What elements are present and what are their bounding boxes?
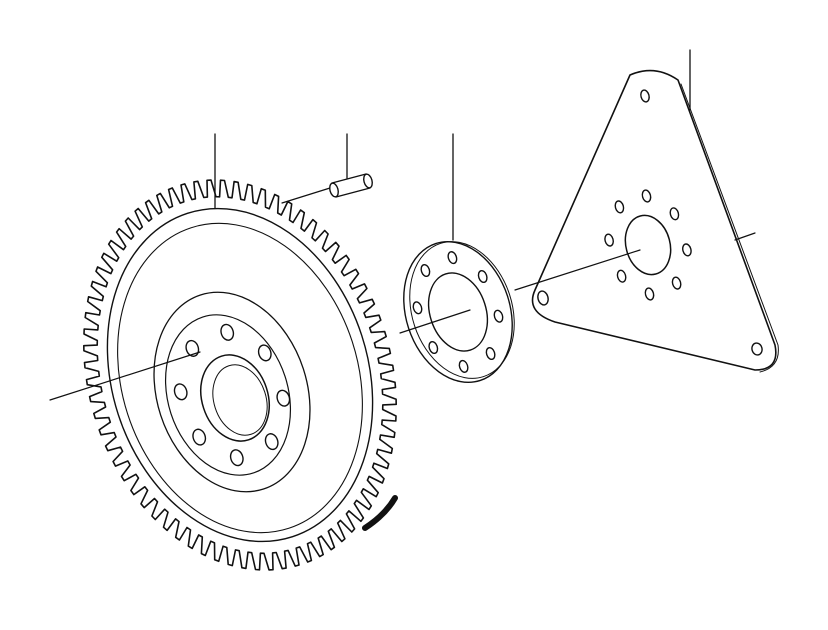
dowel-pin-end [329, 182, 339, 198]
flywheel-bolt-hole-7 [220, 323, 235, 341]
flywheel-bolt-hole-1 [276, 389, 291, 407]
corner-hole-top [640, 89, 650, 103]
drive-plate-bolt-hole-1 [682, 243, 692, 257]
axis-line-plate [514, 249, 641, 291]
leader-lines [214, 49, 691, 241]
flywheel-bore-chamfer [212, 364, 268, 436]
flywheel-bolt-hole-2 [264, 433, 279, 451]
flywheel-center-bore [200, 354, 270, 442]
drive-plate-bolt-holes [604, 189, 692, 301]
spacer-ring-bolt-hole-4 [428, 340, 439, 355]
flywheel-bolt-hole-8 [257, 344, 272, 362]
center-axis-lines [49, 187, 756, 401]
drive-plate-bolt-hole-5 [604, 233, 614, 247]
ring-gear-teeth [83, 179, 397, 571]
flywheel-face-outer [106, 207, 374, 543]
dowel-pin-end-far [363, 173, 373, 189]
dowel-pin-bottom-edge [335, 187, 371, 198]
dowel-pin-top-edge [331, 173, 367, 184]
flywheel-face-inner [117, 222, 363, 534]
spacer-ring-bolt-hole-6 [420, 263, 431, 278]
spacer-ring-bolt-hole-7 [447, 251, 458, 265]
rim-shadow [362, 495, 398, 531]
axis-line-left [49, 351, 201, 401]
spacer-ring-bolt-hole-3 [458, 359, 469, 373]
spacer-ring [403, 240, 515, 384]
spacer-ring-bolt-holes [412, 251, 504, 373]
spacer-ring-outer [403, 240, 513, 384]
pin-axis-line [281, 187, 331, 204]
spacer-ring-bore [427, 272, 489, 352]
flywheel-bolt-hole-6 [185, 339, 200, 357]
drive-plate [531, 69, 779, 373]
spacer-ring-bolt-hole-8 [477, 269, 488, 284]
flywheel-bolt-hole-5 [173, 383, 188, 401]
axis-line-ring [399, 309, 471, 334]
drive-plate-bolt-hole-8 [669, 207, 680, 221]
flywheel [83, 179, 398, 571]
drive-plate-thickness-edge [680, 83, 779, 373]
drive-plate-bolt-hole-3 [644, 287, 655, 301]
hub-recess-inner [164, 314, 292, 476]
hub-recess-outer [153, 291, 311, 493]
drive-plate-center-bore [624, 214, 672, 276]
flywheel-bolt-holes [173, 323, 291, 467]
drive-plate-bolt-hole-7 [641, 189, 652, 203]
corner-hole-bottom [751, 342, 763, 356]
drive-plate-outline [531, 69, 777, 371]
spacer-ring-bolt-hole-2 [485, 346, 496, 361]
flywheel-bolt-hole-4 [192, 428, 207, 446]
spacer-ring-bolt-hole-5 [412, 301, 423, 315]
spacer-ring-edge [409, 241, 515, 379]
dowel-pin [329, 173, 373, 198]
drive-plate-bolt-hole-6 [614, 200, 625, 214]
drive-plate-bolt-hole-4 [616, 269, 627, 283]
flywheel-bolt-hole-3 [229, 449, 244, 467]
corner-hole-left [537, 290, 549, 306]
spacer-ring-bolt-hole-1 [493, 309, 504, 323]
drive-plate-bolt-hole-2 [671, 276, 682, 290]
